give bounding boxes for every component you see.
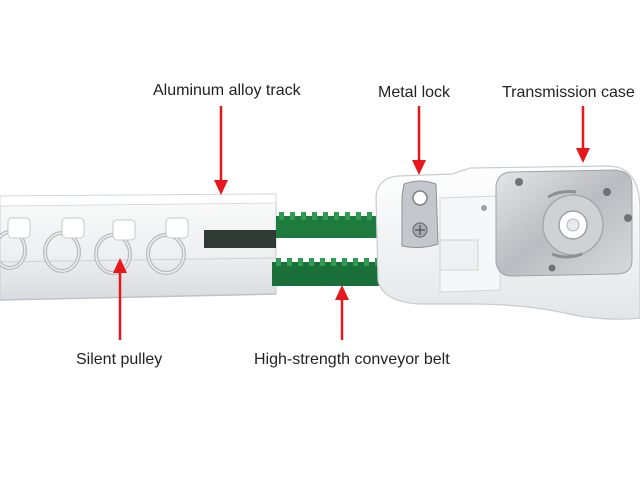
arrow-belt <box>335 285 349 340</box>
silent-pulleys <box>0 217 189 275</box>
metal-lock <box>401 180 439 249</box>
label-metal-lock: Metal lock <box>378 84 451 101</box>
arrow-track <box>214 106 228 195</box>
label-silent-pulley: Silent pulley <box>76 351 163 368</box>
conveyor-belt <box>272 212 390 286</box>
transmission-case <box>375 165 640 320</box>
arrow-case <box>576 106 590 163</box>
pointer-arrows <box>113 106 590 340</box>
arrow-pulley <box>113 258 127 340</box>
label-transmission-case: Transmission case <box>502 84 635 101</box>
arrow-lock <box>412 106 426 175</box>
label-conveyor-belt: High-strength conveyor belt <box>254 351 450 368</box>
label-aluminum-alloy-track: Aluminum alloy track <box>153 82 301 99</box>
aluminum-track <box>0 193 277 301</box>
